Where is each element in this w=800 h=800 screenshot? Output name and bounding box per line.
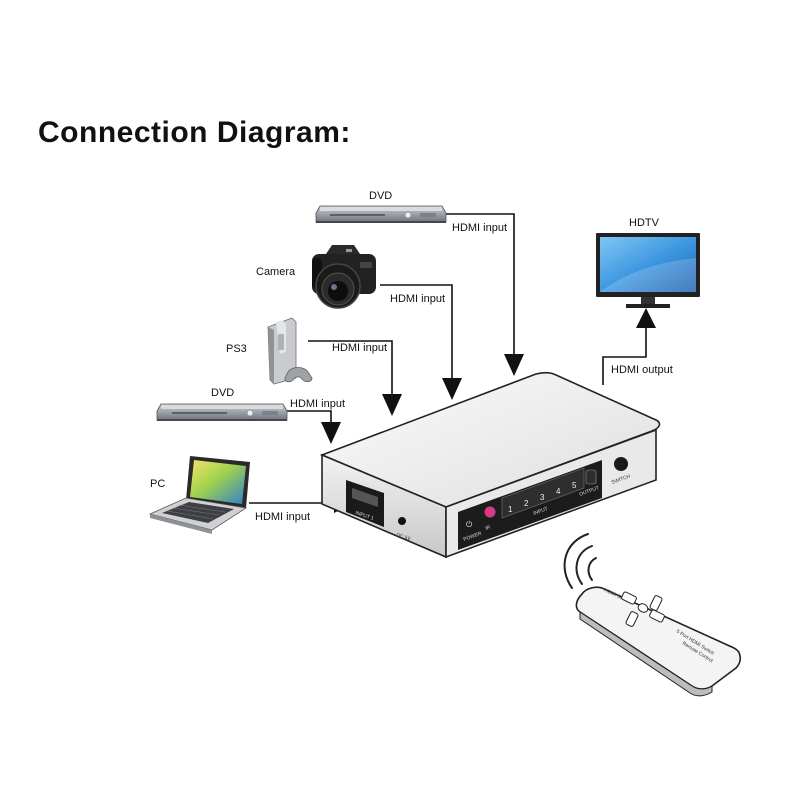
line-dvd-top <box>446 213 515 370</box>
input-led-1: 1 <box>508 505 513 514</box>
camera-connection-label: HDMI input <box>390 293 445 305</box>
input-group-label: INPUT <box>533 506 549 517</box>
remote-control-icon: HDMI Switch 5 Port HDMI Switch Remote Co… <box>563 533 742 697</box>
hdmi-switch-box: HDMI INPUT 1 DC 5V ⏻ POWER IR 1 2 3 4 5 … <box>319 371 661 559</box>
pc-label: PC <box>150 478 165 490</box>
ps3-label: PS3 <box>226 343 247 355</box>
dvd-top-connection-label: HDMI input <box>452 222 507 234</box>
ir-receiver <box>484 506 496 518</box>
input-led-3: 3 <box>540 493 545 502</box>
dvd-left-connection-label: HDMI input <box>290 398 345 410</box>
arrow-dvd-top <box>504 354 524 376</box>
camera-label: Camera <box>256 266 296 278</box>
hdmi-port-label: HDMI <box>359 480 373 490</box>
ir-label: IR <box>485 524 492 531</box>
output-led <box>585 469 597 485</box>
dc-power-jack <box>398 517 406 525</box>
dvd-player-top-icon <box>315 205 447 223</box>
arrow-dvd-left <box>321 422 341 444</box>
line-ps3 <box>308 340 393 408</box>
connection-lines <box>249 213 647 504</box>
page-title: Connection Diagram: <box>38 116 351 149</box>
line-output <box>602 318 647 385</box>
arrow-ps3 <box>382 394 402 416</box>
camera-icon <box>312 245 376 309</box>
hdtv-monitor-icon <box>596 233 700 308</box>
pc-connection-label: HDMI input <box>255 511 310 523</box>
input-led-4: 4 <box>556 487 561 496</box>
ps3-connection-label: HDMI input <box>332 342 387 354</box>
laptop-pc-icon <box>148 456 250 534</box>
dvd-player-left-icon <box>156 403 288 421</box>
dvd-top-label: DVD <box>369 190 392 202</box>
remote-dpad <box>621 591 665 627</box>
hdtv-connection-label: HDMI output <box>611 364 673 376</box>
hdtv-label: HDTV <box>629 217 660 229</box>
input-led-2: 2 <box>524 499 529 508</box>
input-1-label: INPUT 1 <box>354 510 374 522</box>
switch-button <box>614 457 628 471</box>
line-camera <box>380 284 453 392</box>
arrow-camera <box>442 378 462 400</box>
ps3-console-icon <box>267 317 313 385</box>
dc-5v-label: DC 5V <box>395 532 411 542</box>
input-led-5: 5 <box>572 481 577 490</box>
dvd-left-label: DVD <box>211 387 234 399</box>
input-led-panel <box>501 467 585 519</box>
arrow-output <box>636 308 656 328</box>
ir-signal-waves-icon <box>563 533 597 589</box>
power-icon: ⏻ <box>466 520 473 529</box>
